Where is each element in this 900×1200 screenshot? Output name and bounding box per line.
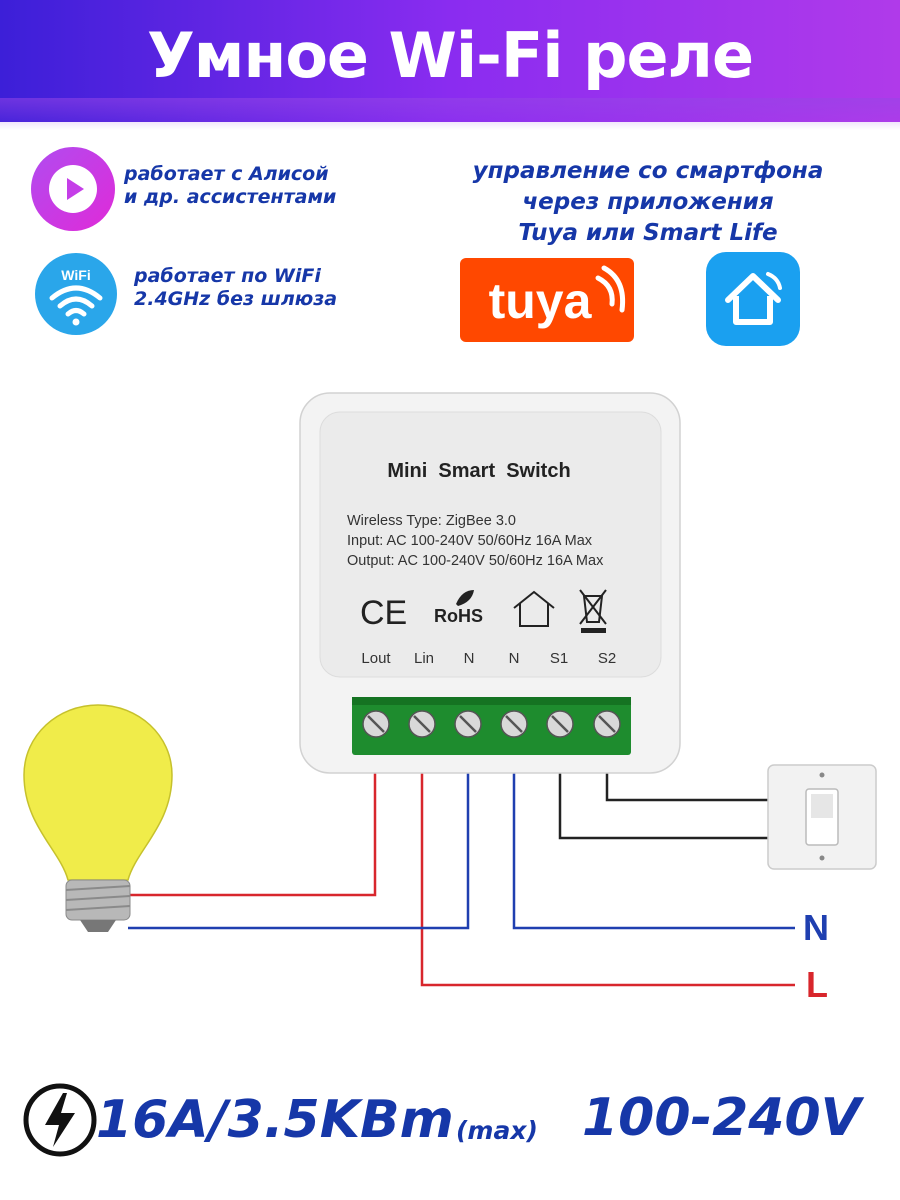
wifi-icon: WiFi — [35, 253, 117, 335]
control-line3: Tuya или Smart Life — [518, 220, 778, 246]
weee-bin-icon — [579, 589, 607, 633]
tuya-logo: tuya — [460, 258, 634, 342]
feature-wifi-text: работает по WiFi 2.4GHz без шлюза — [134, 265, 337, 311]
house-mark-icon — [513, 590, 555, 627]
page-title: Умное Wi-Fi реле — [147, 19, 754, 92]
wire-lout — [128, 724, 377, 897]
control-line1: управление со смартфона — [472, 158, 824, 184]
header-fade — [0, 98, 900, 130]
alice-icon — [31, 147, 115, 231]
control-line2: через приложения — [522, 189, 774, 215]
power-icon — [23, 1083, 97, 1157]
terminal-label-lin: Lin — [414, 650, 434, 667]
neutral-label: N — [803, 907, 829, 948]
device-spec-1: Wireless Type: ZigBee 3.0 — [347, 513, 516, 529]
relay-device: Mini Smart Switch Wireless Type: ZigBee … — [299, 392, 681, 774]
terminal-label-lout: Lout — [361, 650, 391, 667]
terminal-label-s1: S1 — [550, 650, 568, 667]
wires — [128, 724, 795, 987]
home-icon — [725, 272, 782, 325]
wire-n-bulb — [128, 724, 470, 930]
terminal-block — [352, 697, 631, 755]
terminal-label-n1: N — [464, 650, 475, 667]
terminal-label-s2: S2 — [598, 650, 616, 667]
wiring-diagram: Mini Smart Switch Wireless Type: ZigBee … — [23, 392, 877, 1005]
wire-lin — [420, 724, 795, 987]
power-rating: 16A/3.5KBm — [96, 1090, 454, 1150]
wire-n-main — [512, 724, 795, 930]
terminal-labels: Lout Lin N N S1 S2 — [361, 650, 616, 667]
feature-wifi-line2: 2.4GHz без шлюза — [134, 288, 338, 310]
ce-mark: CE — [360, 594, 407, 632]
feature-alice-line1: работает с Алисой — [124, 163, 329, 185]
control-text: управление со смартфона через приложения… — [448, 156, 848, 249]
wifi-icon-label: WiFi — [61, 267, 90, 283]
device-spec-3: Output: AC 100-240V 50/60Hz 16A Max — [347, 553, 604, 569]
tuya-logo-label: tuya — [489, 273, 593, 329]
light-bulb-icon — [23, 704, 173, 932]
line-label: L — [806, 964, 828, 1005]
feature-alice-text: работает с Алисой и др. ассистентами — [124, 163, 336, 209]
power-max-note: (max) — [456, 1116, 538, 1145]
feature-wifi-line1: работает по WiFi — [134, 265, 321, 287]
device-spec-2: Input: AC 100-240V 50/60Hz 16A Max — [347, 533, 593, 549]
device-title: Mini Smart Switch — [387, 460, 570, 482]
rohs-leaf-icon — [456, 590, 474, 606]
feature-alice-line2: и др. ассистентами — [124, 186, 337, 208]
smart-life-logo — [706, 252, 800, 346]
rohs-mark: RoHS — [434, 606, 483, 626]
wall-switch — [767, 764, 877, 870]
voltage-rating: 100-240V — [582, 1088, 861, 1148]
terminal-label-n2: N — [509, 650, 520, 667]
